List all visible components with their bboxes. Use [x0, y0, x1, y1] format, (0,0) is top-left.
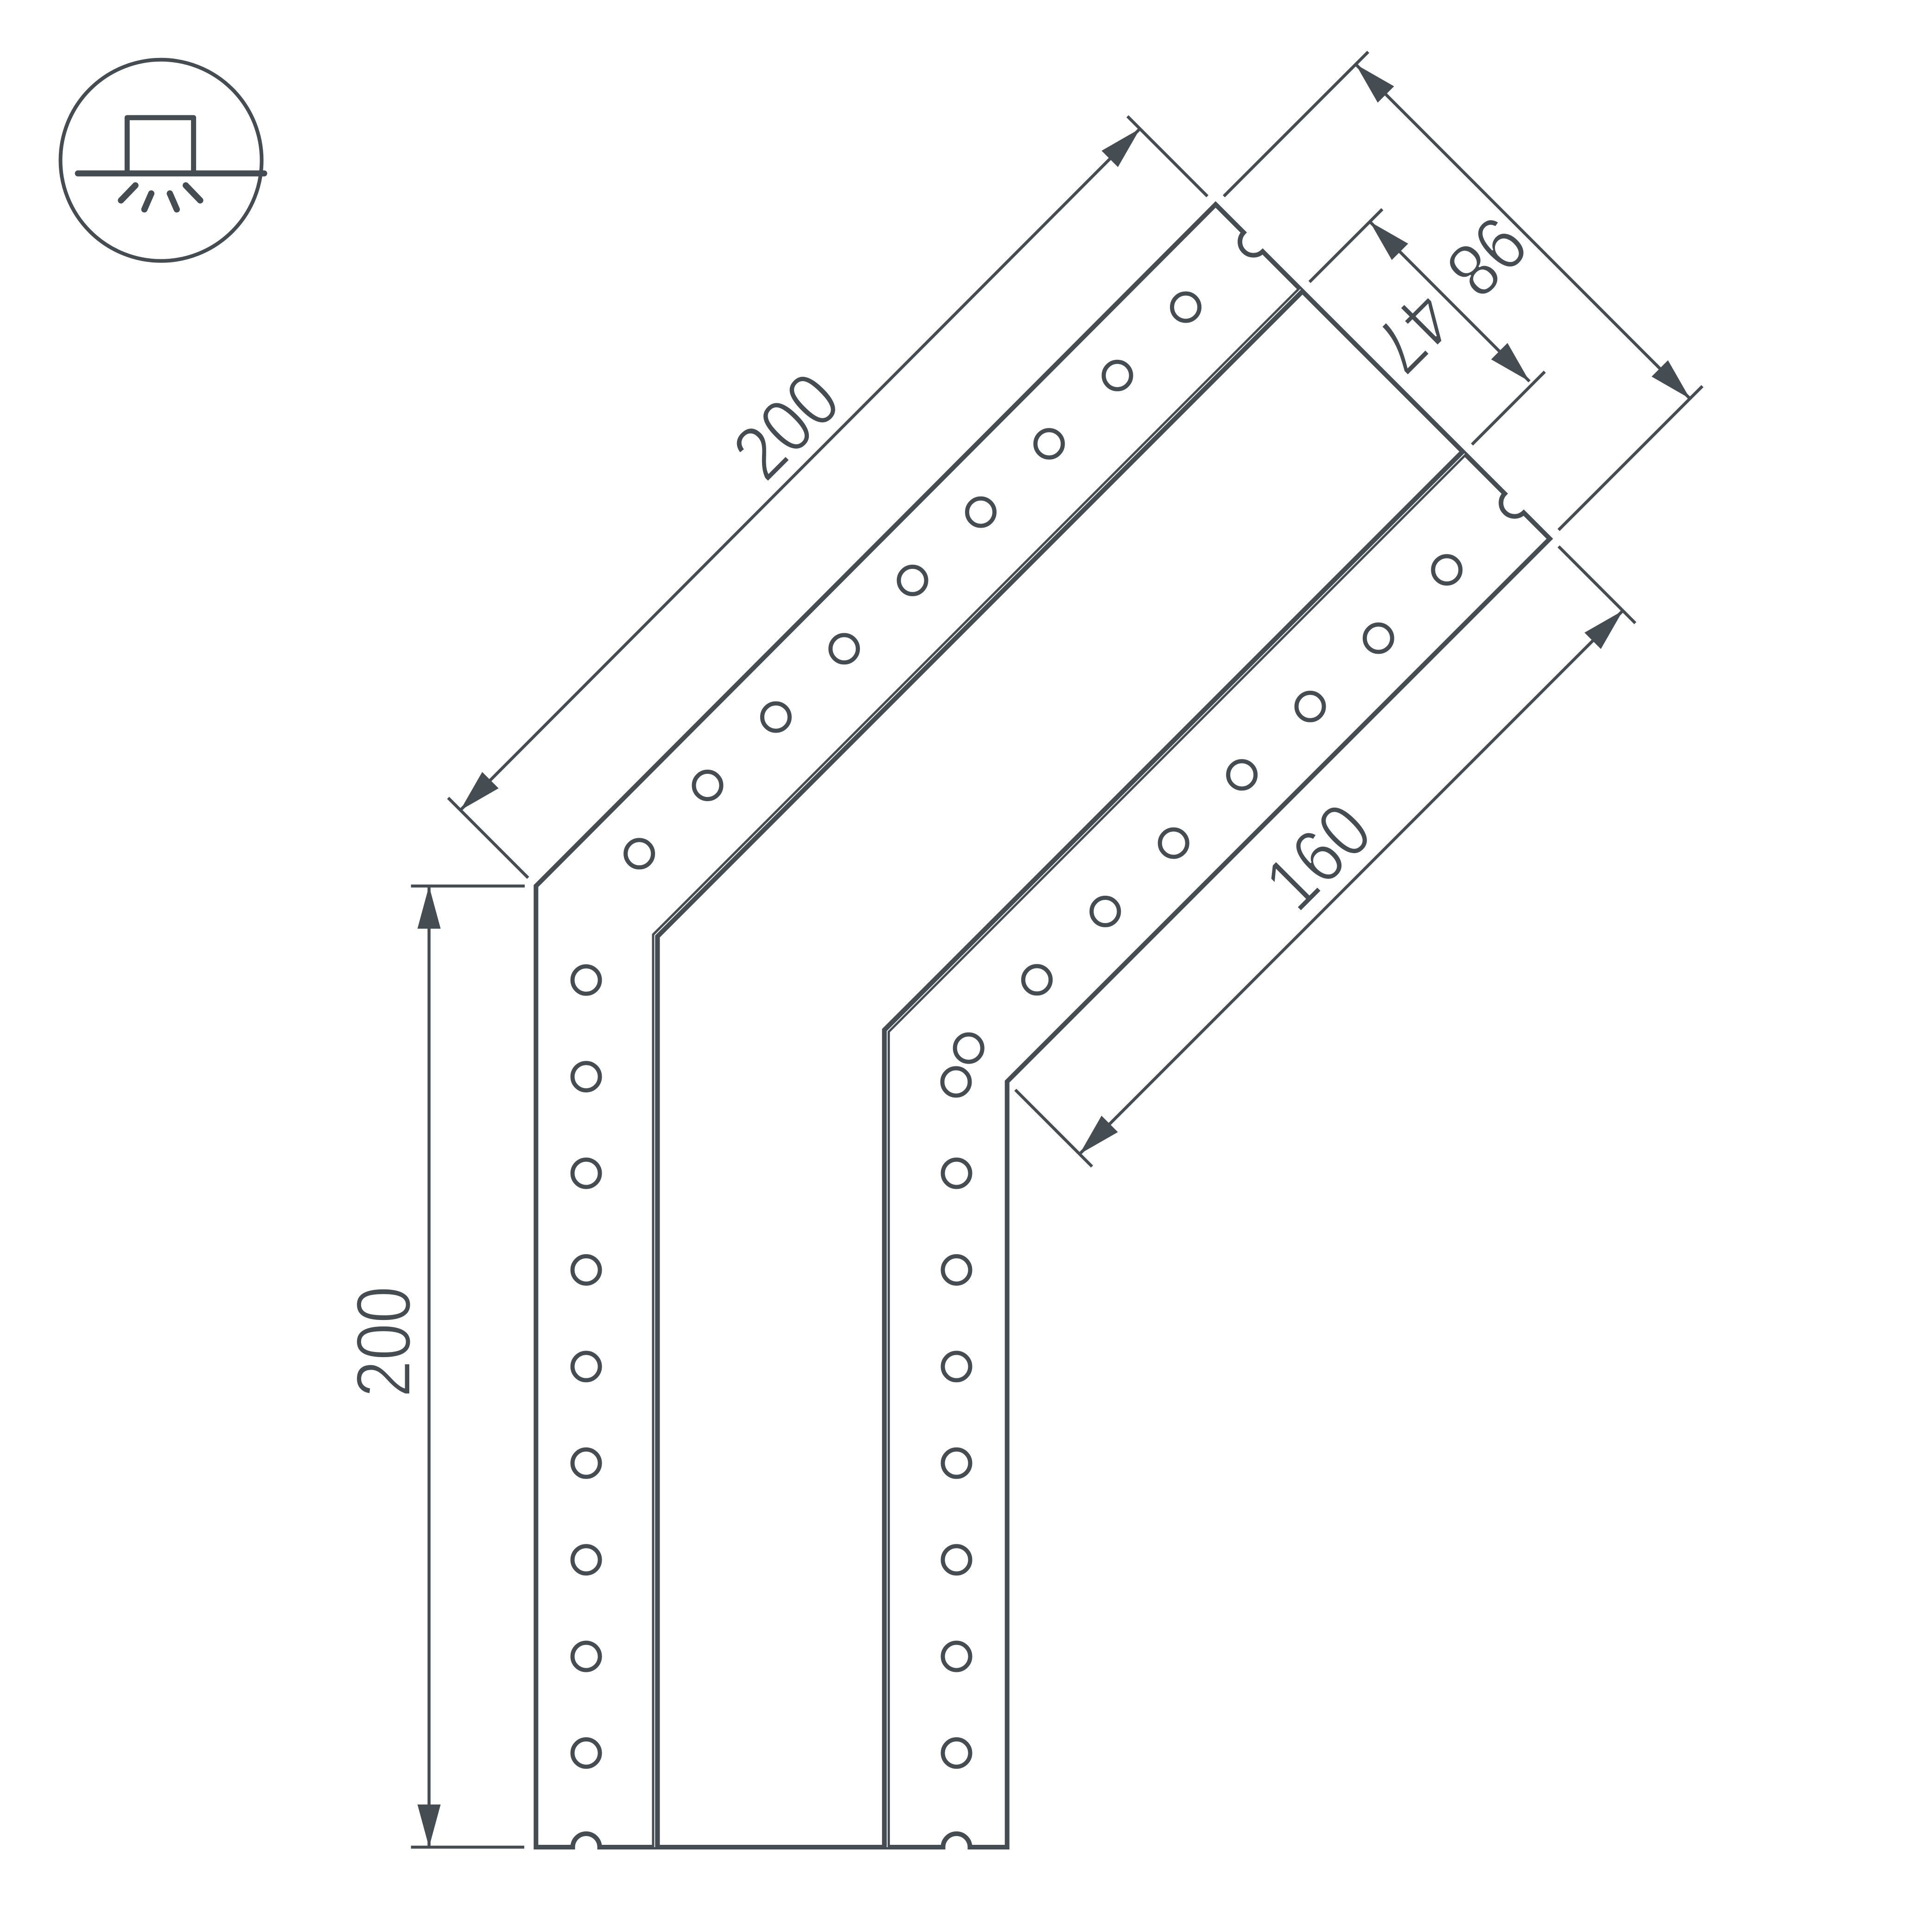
svg-text:200: 200 — [341, 1286, 427, 1397]
